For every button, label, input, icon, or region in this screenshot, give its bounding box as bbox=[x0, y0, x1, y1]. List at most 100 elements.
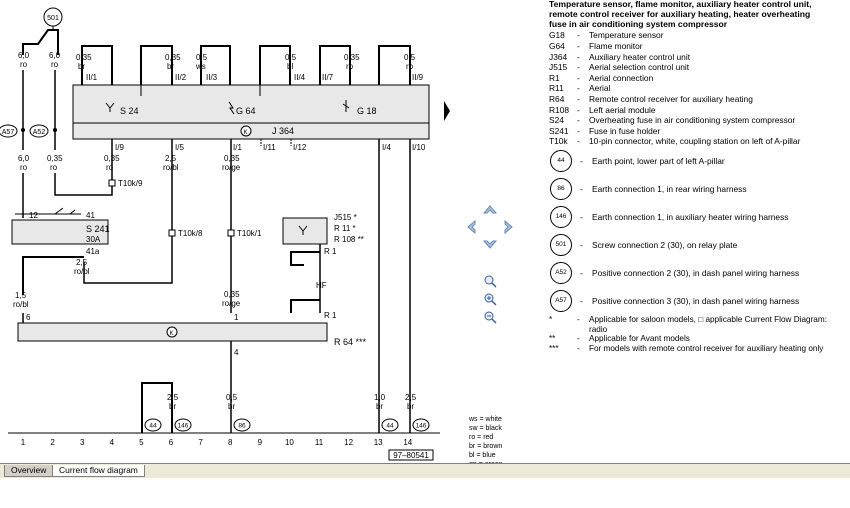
svg-text:K: K bbox=[244, 130, 248, 136]
svg-text:0,5: 0,5 bbox=[196, 53, 208, 62]
svg-text:0,5: 0,5 bbox=[226, 393, 238, 402]
node-a57 bbox=[0, 124, 18, 138]
svg-text:6: 6 bbox=[26, 313, 31, 322]
svg-text:II/7: II/7 bbox=[322, 73, 334, 82]
svg-text:II/1: II/1 bbox=[86, 73, 98, 82]
svg-text:0,35: 0,35 bbox=[47, 154, 63, 163]
j364-label: J 364 bbox=[272, 126, 294, 136]
svg-text:ro/ge: ro/ge bbox=[222, 299, 241, 308]
wire-color-entry: bl = blue bbox=[469, 452, 496, 459]
svg-text:41: 41 bbox=[86, 211, 95, 220]
legend-connection: 86-Earth connection 1, in rear wiring ha… bbox=[549, 175, 849, 203]
svg-text:146: 146 bbox=[178, 423, 189, 430]
svg-text:2,5: 2,5 bbox=[405, 393, 417, 402]
legend-note: ***-For models with remote control recei… bbox=[549, 343, 824, 353]
g64-label: G 64 bbox=[236, 106, 256, 116]
svg-text:R 1: R 1 bbox=[324, 311, 337, 320]
j364-component-box bbox=[72, 84, 430, 124]
legend-connection: 501-Screw connection 2 (30), on relay pl… bbox=[549, 231, 849, 259]
zoom-in-icon[interactable] bbox=[484, 293, 497, 306]
aerial-module-box bbox=[282, 217, 328, 245]
pan-right-icon[interactable] bbox=[504, 219, 513, 235]
svg-text:R 108 **: R 108 ** bbox=[334, 235, 364, 244]
zoom-out-icon[interactable] bbox=[484, 311, 497, 324]
legend-notes: *-Applicable for saloon models, □ applic… bbox=[549, 315, 849, 353]
svg-text:II/2: II/2 bbox=[175, 73, 187, 82]
svg-text:I/9: I/9 bbox=[115, 143, 124, 152]
legend-item: R108-Left aerial module bbox=[549, 104, 656, 115]
tab-overview[interactable]: Overview bbox=[4, 465, 54, 477]
svg-text:ro: ro bbox=[20, 60, 28, 69]
legend-connections: 44-Earth point, lower part of left A-pil… bbox=[549, 147, 849, 315]
s241-fuse-box bbox=[11, 219, 109, 245]
svg-text:0,35: 0,35 bbox=[76, 53, 92, 62]
svg-text:I/1: I/1 bbox=[233, 143, 242, 152]
svg-text:bl: bl bbox=[287, 62, 293, 71]
legend-item: R1-Aerial connection bbox=[549, 72, 654, 83]
svg-text:ro: ro bbox=[20, 163, 28, 172]
svg-text:br: br bbox=[228, 402, 235, 411]
legend-item: G18-Temperature sensor bbox=[549, 30, 664, 41]
svg-text:86: 86 bbox=[238, 423, 246, 430]
navigation-controls bbox=[467, 205, 513, 324]
svg-text:44: 44 bbox=[386, 423, 394, 430]
svg-text:I/5: I/5 bbox=[175, 143, 184, 152]
svg-text:T10k/1: T10k/1 bbox=[237, 229, 262, 238]
s24-label: S 24 bbox=[120, 106, 139, 116]
svg-text:ro: ro bbox=[106, 163, 114, 172]
pan-down-icon[interactable] bbox=[482, 240, 498, 249]
svg-text:II/4: II/4 bbox=[294, 73, 306, 82]
reference-number: 97–80541 bbox=[393, 451, 429, 460]
svg-text:2,5: 2,5 bbox=[76, 258, 88, 267]
column-number: 1 bbox=[21, 438, 26, 447]
node-501-label: 501 bbox=[47, 15, 59, 22]
svg-text:A52: A52 bbox=[33, 129, 46, 136]
column-number: 11 bbox=[315, 438, 324, 447]
legend-item: R11-Aerial bbox=[549, 83, 611, 94]
svg-text:T10k/8: T10k/8 bbox=[178, 229, 203, 238]
pan-up-icon[interactable] bbox=[482, 205, 498, 214]
svg-text:2,5: 2,5 bbox=[165, 154, 177, 163]
svg-text:ro: ro bbox=[406, 62, 414, 71]
legend-item: J515-Aerial selection control unit bbox=[549, 62, 690, 73]
legend-panel: Temperature sensor, flame monitor, auxil… bbox=[549, 0, 849, 353]
column-number: 10 bbox=[285, 438, 294, 447]
tab-current-flow-diagram[interactable]: Current flow diagram bbox=[52, 465, 145, 477]
column-number: 13 bbox=[374, 438, 383, 447]
column-number: 5 bbox=[139, 438, 144, 447]
svg-text:ro/bl: ro/bl bbox=[163, 163, 179, 172]
svg-text:41a: 41a bbox=[86, 247, 100, 256]
legend-title: Temperature sensor, flame monitor, auxil… bbox=[549, 0, 812, 29]
legend-item: S24-Overheating fuse in air conditioning… bbox=[549, 115, 796, 126]
legend-connection: 146-Earth connection 1, in auxiliary hea… bbox=[549, 203, 849, 231]
legend-connection: A57-Positive connection 3 (30), in dash … bbox=[549, 287, 849, 315]
column-number: 9 bbox=[258, 438, 263, 447]
column-number: 4 bbox=[110, 438, 115, 447]
svg-text:J515 *: J515 * bbox=[334, 213, 357, 222]
svg-text:6,0: 6,0 bbox=[18, 51, 30, 60]
svg-text:A57: A57 bbox=[2, 129, 15, 136]
svg-text:II/9: II/9 bbox=[412, 73, 424, 82]
pan-left-icon[interactable] bbox=[467, 219, 476, 235]
legend-note: **-Applicable for Avant models bbox=[549, 334, 690, 344]
svg-text:br: br bbox=[78, 62, 85, 71]
svg-text:I/4: I/4 bbox=[382, 143, 391, 152]
legend-connection: 44-Earth point, lower part of left A-pil… bbox=[549, 147, 849, 175]
svg-text:I/11: I/11 bbox=[263, 143, 276, 152]
svg-text:0,5: 0,5 bbox=[404, 53, 416, 62]
svg-text:6,0: 6,0 bbox=[18, 154, 30, 163]
svg-text:HF: HF bbox=[316, 281, 327, 290]
svg-text:ro: ro bbox=[51, 60, 59, 69]
svg-text:ro: ro bbox=[346, 62, 354, 71]
legend-item: S241-Fuse in fuse holder bbox=[549, 125, 661, 136]
svg-text:4: 4 bbox=[234, 348, 239, 357]
column-number: 14 bbox=[403, 438, 412, 447]
svg-text:44: 44 bbox=[149, 423, 157, 430]
svg-text:6,0: 6,0 bbox=[49, 51, 61, 60]
svg-text:ws: ws bbox=[195, 62, 206, 71]
zoom-fit-icon[interactable] bbox=[484, 275, 497, 288]
svg-text:R 11 *: R 11 * bbox=[334, 224, 356, 233]
svg-text:br: br bbox=[169, 402, 176, 411]
